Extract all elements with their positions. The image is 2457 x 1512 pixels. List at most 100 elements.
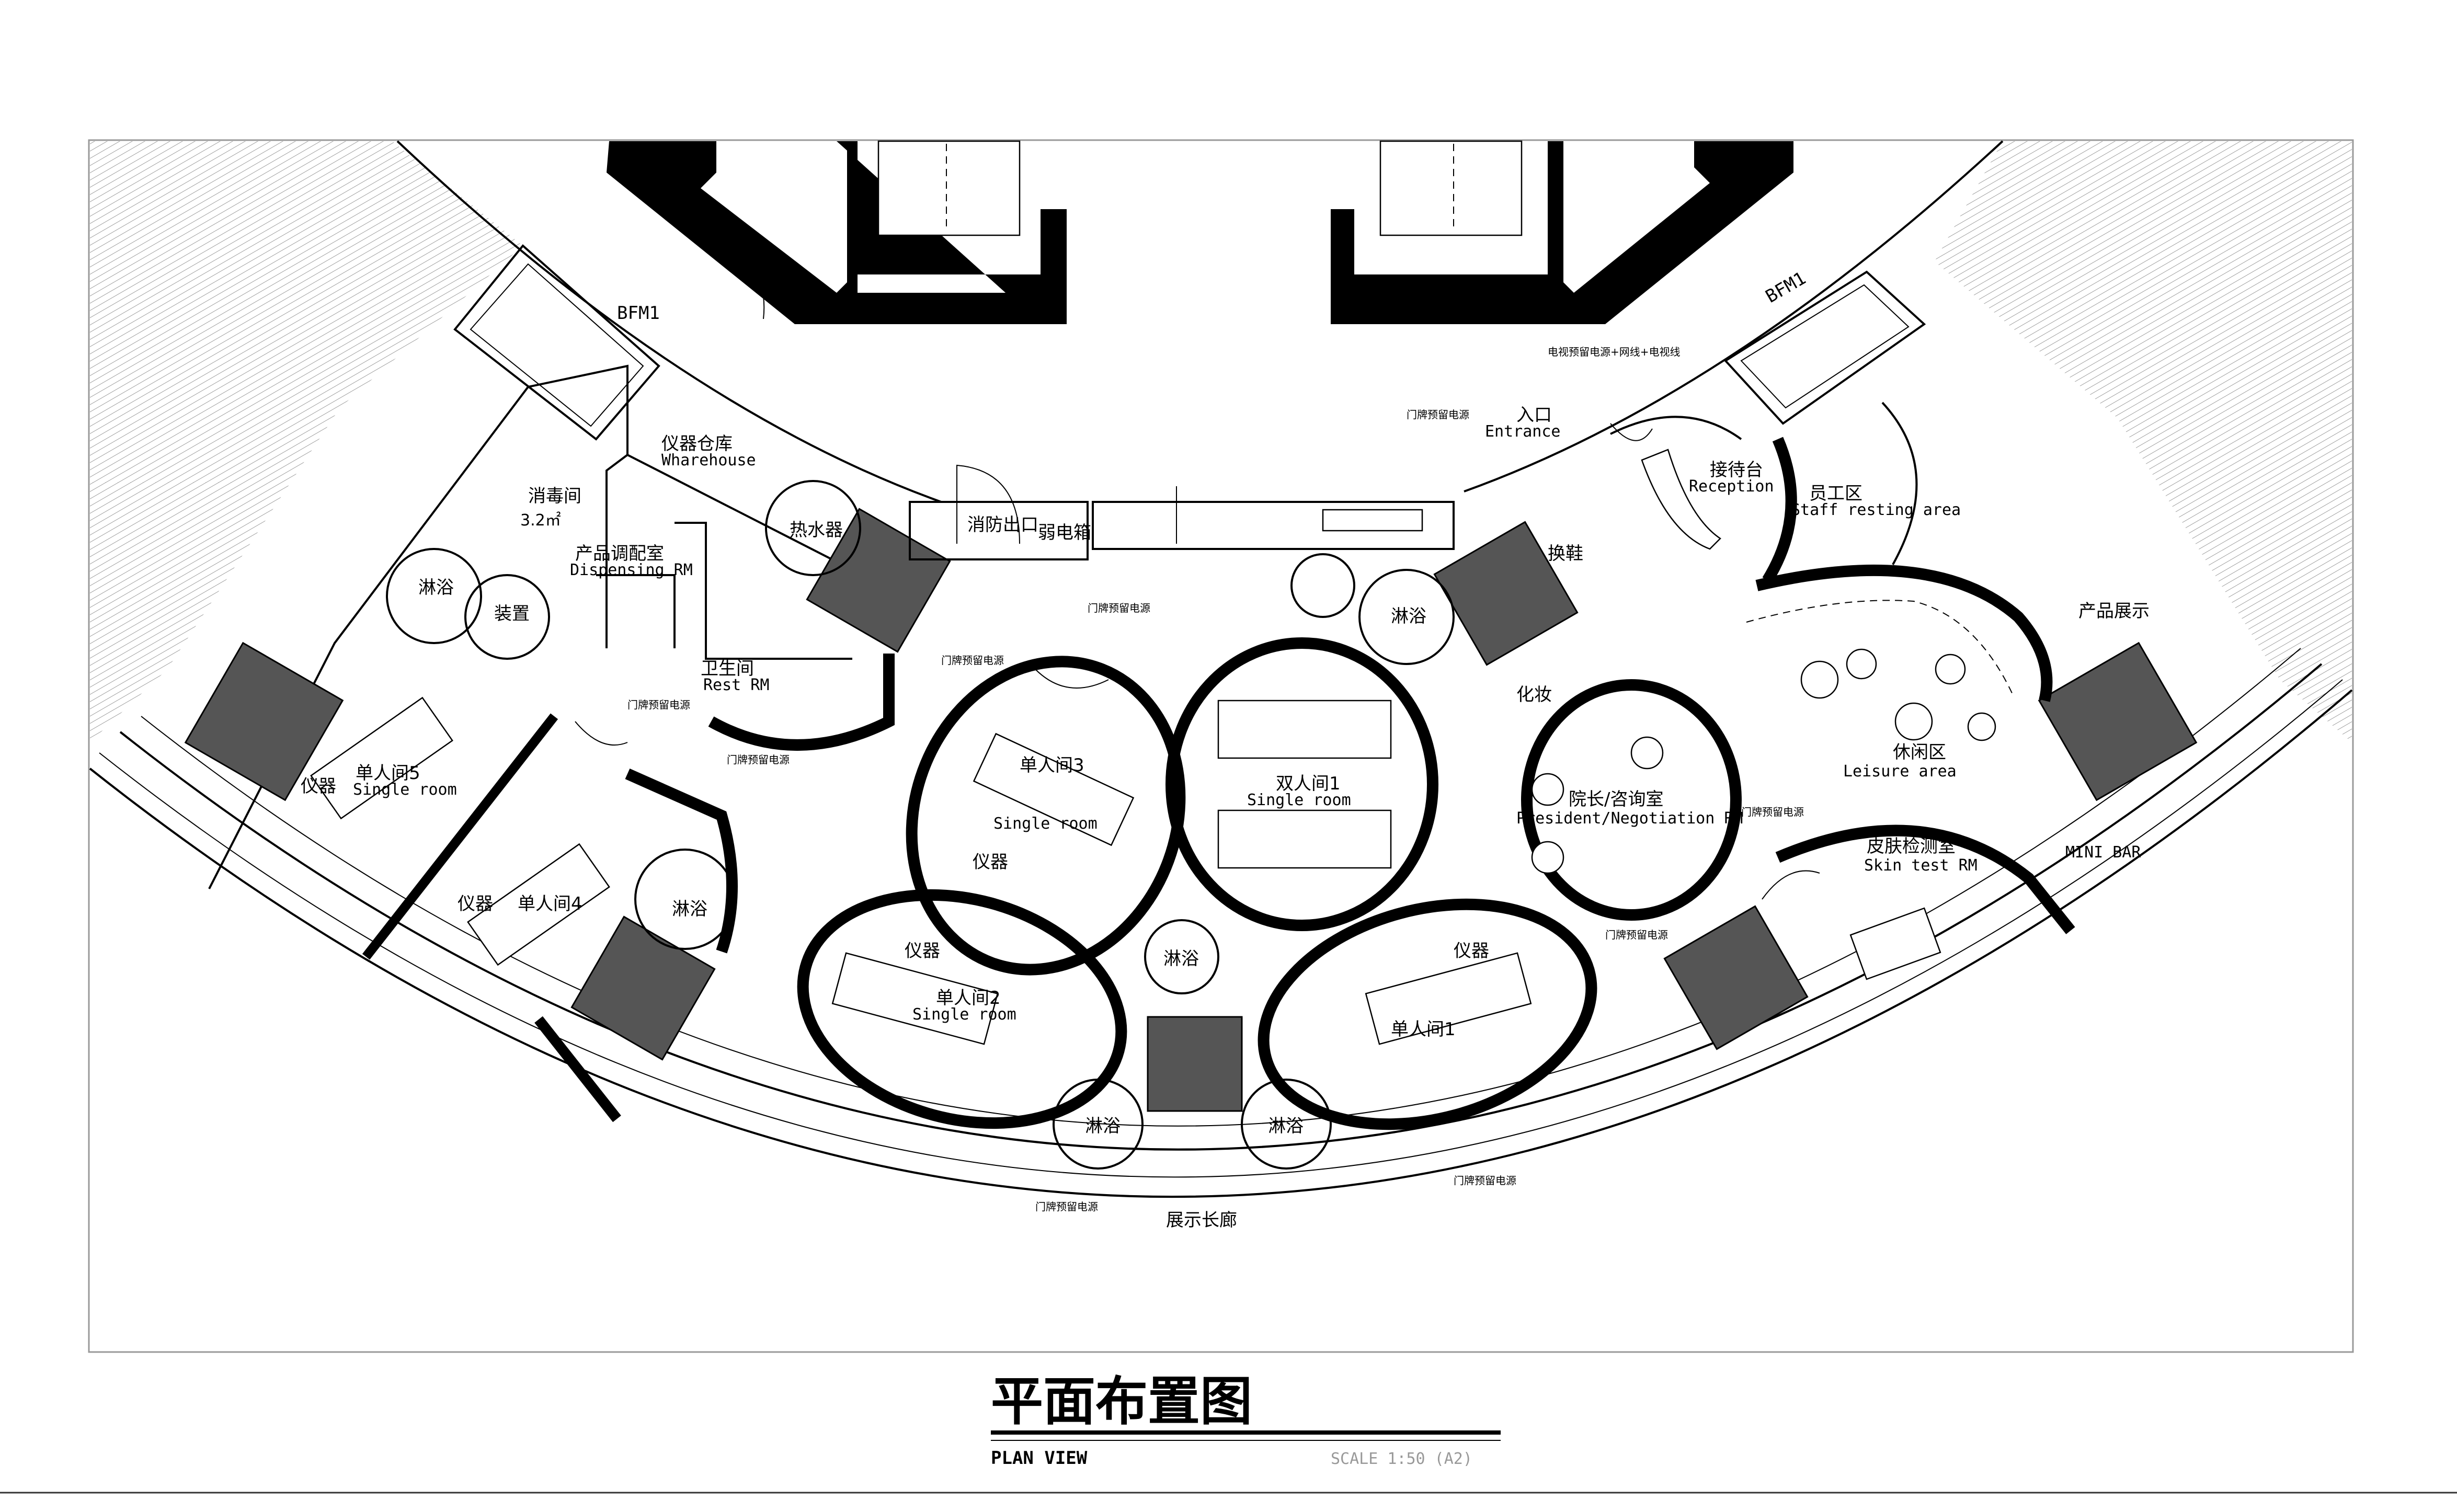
pod-single3 bbox=[906, 656, 1186, 976]
drawing-frame bbox=[88, 139, 2354, 1353]
pod-single1 bbox=[1258, 898, 1597, 1130]
warehouse-en: Wharehouse bbox=[661, 451, 756, 469]
beds bbox=[310, 696, 1941, 1045]
rest-rm-en: Rest RM bbox=[703, 676, 769, 694]
dispensing-cn: 产品调配室 bbox=[575, 543, 664, 564]
shaft-skin bbox=[1663, 905, 1809, 1050]
reception-desk bbox=[1641, 449, 1721, 550]
instrument-4: 仪器 bbox=[458, 894, 493, 914]
bfm1-right-label: BFM1 bbox=[1762, 268, 1810, 307]
shower-br-label: 淋浴 bbox=[1268, 1116, 1304, 1137]
fire-exit-label: 消防出口 bbox=[967, 514, 1038, 535]
single2-en: Single room bbox=[912, 1005, 1016, 1024]
shower-circle-bl bbox=[1053, 1079, 1144, 1170]
disinfection-area: 3.2㎡ bbox=[520, 511, 561, 530]
note-tv-power: 电视预留电源+网线+电视线 bbox=[1548, 346, 1681, 358]
staff-wall bbox=[1762, 437, 1797, 583]
entrance-cn: 入口 bbox=[1516, 405, 1552, 426]
water-heater-label: 热水器 bbox=[790, 520, 843, 541]
reception-en: Reception bbox=[1689, 477, 1774, 496]
leisure-cn: 休闲区 bbox=[1893, 742, 1946, 763]
single2-cn: 单人间2 bbox=[936, 988, 1001, 1009]
bfm1-right-box bbox=[1723, 270, 1926, 425]
note-door-power-4: 门牌预留电源 bbox=[627, 698, 690, 711]
dressing-circle bbox=[464, 574, 550, 660]
fire-exit-wall bbox=[909, 501, 1089, 560]
plan-title: 平面布置图 bbox=[991, 1371, 1252, 1432]
shower-s4-curve bbox=[634, 849, 736, 950]
shower-left-label: 淋浴 bbox=[418, 577, 454, 598]
instrument-2: 仪器 bbox=[905, 941, 940, 961]
single4-cn: 单人间4 bbox=[518, 894, 582, 914]
pod-double1 bbox=[1165, 637, 1438, 931]
corridor-arc-top-left bbox=[396, 140, 942, 503]
gallery-label: 展示长廊 bbox=[1166, 1210, 1237, 1231]
note-labels: 门牌预留电源 电视预留电源+网线+电视线 门牌预留电源 门牌预留电源 门牌预留电… bbox=[627, 346, 1804, 1213]
shower-bl-label: 淋浴 bbox=[1085, 1116, 1121, 1137]
warehouse-cn: 仪器仓库 bbox=[661, 433, 733, 454]
facade-arc-3 bbox=[119, 663, 2323, 1151]
staff-outer bbox=[1881, 402, 1918, 565]
core-wall-left bbox=[607, 141, 1051, 324]
skin-test-cn: 皮肤检测室 bbox=[1867, 836, 1956, 857]
room4-lower-wall bbox=[534, 1016, 621, 1122]
note-door-power-8: 门牌预留电源 bbox=[1035, 1200, 1098, 1213]
dressing-label: 装置 bbox=[494, 603, 530, 624]
instrument-3: 仪器 bbox=[973, 852, 1008, 873]
note-door-power-3: 门牌预留电源 bbox=[941, 654, 1004, 667]
facade-arc-outer bbox=[89, 689, 2353, 1198]
reception-canopy bbox=[1610, 416, 1742, 440]
shower-top-label: 淋浴 bbox=[1391, 606, 1426, 627]
plan-scale: SCALE 1:50 (A2) bbox=[1331, 1450, 1472, 1468]
shower-circle-top bbox=[1358, 569, 1455, 665]
facade-arc-2 bbox=[99, 679, 2343, 1178]
title-block: 平面布置图 PLAN VIEW SCALE 1:50 (A2) bbox=[991, 1371, 1501, 1469]
change-shoes-label: 换鞋 bbox=[1548, 543, 1583, 564]
double1-cn: 双人间1 bbox=[1276, 773, 1341, 794]
skin-test-en: Skin test RM bbox=[1864, 856, 1978, 875]
rest-rm-curve bbox=[708, 654, 895, 751]
single5-cn: 单人间5 bbox=[356, 763, 420, 784]
reception-cn: 接待台 bbox=[1710, 460, 1763, 480]
shaft-single4 bbox=[570, 915, 716, 1061]
president-en: President/Negotiation RM bbox=[1516, 809, 1743, 828]
bfm1-left-box bbox=[453, 244, 660, 441]
shaft-center bbox=[1147, 1016, 1243, 1112]
hatched-exterior-left bbox=[90, 141, 523, 742]
note-door-power-6: 门牌预留电源 bbox=[1741, 806, 1804, 818]
instrument-5: 仪器 bbox=[301, 776, 336, 797]
left-outer-wall bbox=[208, 386, 529, 889]
hatched-exterior-right bbox=[1935, 141, 2352, 742]
core-wall-right bbox=[1331, 141, 1793, 324]
staff-cn: 员工区 bbox=[1809, 483, 1862, 504]
shaft-single5 bbox=[184, 642, 344, 801]
double1-en: Single room bbox=[1247, 791, 1351, 809]
instrument-1: 仪器 bbox=[1454, 941, 1489, 961]
single1-cn: 单人间1 bbox=[1391, 1019, 1456, 1040]
pod-single2 bbox=[797, 889, 1127, 1129]
single5-en: Single room bbox=[353, 781, 457, 799]
leisure-furniture bbox=[1531, 600, 2014, 874]
shower-circle-br bbox=[1241, 1079, 1332, 1170]
single3-cn: 单人间3 bbox=[1020, 755, 1084, 776]
corridor-arc-top-right bbox=[1464, 140, 2004, 492]
note-door-power-7: 门牌预留电源 bbox=[1605, 929, 1668, 941]
note-door-power-1: 门牌预留电源 bbox=[1407, 408, 1469, 421]
circle-change bbox=[1290, 553, 1355, 618]
dispensing-en: Dispensing RM bbox=[570, 561, 693, 579]
water-heater-circle bbox=[765, 480, 861, 576]
product-display-label: 产品展示 bbox=[2078, 601, 2150, 622]
entrance-en: Entrance bbox=[1485, 422, 1561, 441]
shaft-warehouse bbox=[806, 508, 951, 653]
upper-corridor-band bbox=[1092, 501, 1455, 550]
leisure-en: Leisure area bbox=[1843, 762, 1957, 781]
bfm1-left-label: BFM1 bbox=[617, 303, 660, 324]
core-room-left bbox=[877, 140, 1021, 236]
instrument-labels: 仪器 仪器 仪器 仪器 仪器 bbox=[301, 776, 1489, 961]
staff-en: Staff resting area bbox=[1791, 501, 1961, 519]
shower-mid-label: 淋浴 bbox=[1163, 948, 1199, 969]
shower-circle-mid bbox=[1144, 919, 1219, 994]
svg-text:BFM1: BFM1 bbox=[1762, 268, 1810, 307]
shower-s4-label: 淋浴 bbox=[672, 899, 707, 920]
